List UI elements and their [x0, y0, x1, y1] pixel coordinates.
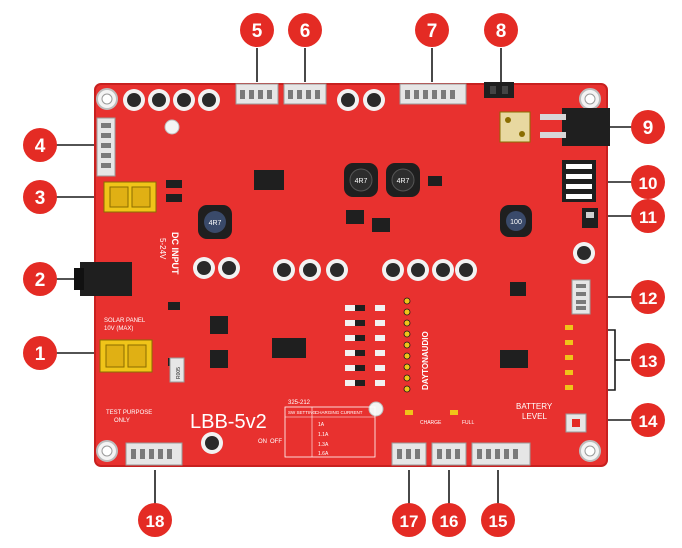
board-name: LBB-5v2 — [190, 411, 267, 433]
svg-text:4R7: 4R7 — [397, 178, 410, 185]
callout-12: 12 — [631, 280, 665, 314]
svg-text:BATTERY: BATTERY — [516, 402, 553, 411]
top-header-5[interactable] — [235, 83, 279, 105]
callout-13: 13 — [631, 343, 665, 377]
bottom-header-15[interactable] — [471, 442, 531, 466]
callout-10: 10 — [631, 165, 665, 199]
top-header-7[interactable] — [399, 83, 467, 105]
callout-18: 18 — [138, 503, 172, 537]
svg-text:7: 7 — [427, 21, 438, 42]
bottom-header-18[interactable] — [125, 442, 183, 466]
board-silkscreen: LBB-5v2 325-212 DAYTONAUDIO TEST PURPOSE… — [106, 331, 553, 445]
charging-current-table: SW SETTING CHARGING CURRENT 1A 1.1A 1.3A… — [284, 406, 376, 458]
svg-text:14: 14 — [639, 412, 658, 431]
svg-text:4R7: 4R7 — [209, 220, 222, 227]
svg-text:100: 100 — [510, 219, 522, 226]
top-two-pin-connector[interactable] — [484, 82, 514, 98]
left-vertical-header[interactable] — [96, 117, 116, 177]
svg-text:16: 16 — [440, 512, 459, 531]
callout-11: 11 — [631, 199, 665, 233]
callout-markers: 1 2 3 4 5 6 7 8 9 10 11 12 13 14 15 16 1… — [23, 13, 665, 537]
callout-4: 4 — [23, 128, 57, 162]
slide-switch[interactable] — [582, 208, 598, 228]
svg-text:17: 17 — [400, 512, 419, 531]
callout-6: 6 — [288, 13, 322, 47]
svg-text:1.1A: 1.1A — [318, 432, 329, 438]
svg-text:TEST PURPOSE: TEST PURPOSE — [106, 410, 152, 416]
svg-text:LEVEL: LEVEL — [522, 412, 547, 421]
svg-text:DC INPUT: DC INPUT — [170, 232, 180, 275]
svg-text:18: 18 — [146, 512, 165, 531]
svg-text:FULL: FULL — [462, 420, 474, 426]
svg-text:3: 3 — [35, 188, 46, 209]
svg-text:1.3A: 1.3A — [318, 442, 329, 448]
smd-components — [345, 305, 573, 415]
svg-text:R005: R005 — [176, 367, 182, 379]
svg-text:12: 12 — [639, 289, 658, 308]
callout-15: 15 — [481, 503, 515, 537]
dip-switch[interactable] — [562, 160, 596, 202]
svg-text:1: 1 — [35, 344, 46, 365]
svg-text:15: 15 — [489, 512, 508, 531]
callout-3: 3 — [23, 180, 57, 214]
inductors: 4R7 4R7 4R7 100 — [198, 163, 532, 239]
svg-text:8: 8 — [496, 21, 507, 42]
svg-text:1A: 1A — [318, 422, 325, 428]
svg-text:10V (MAX): 10V (MAX) — [104, 326, 133, 332]
dc-barrel-jack[interactable] — [74, 262, 132, 296]
battery-level-button[interactable] — [565, 413, 587, 433]
top-capacitors — [123, 89, 385, 111]
callout-1: 1 — [23, 336, 57, 370]
callout-14: 14 — [631, 403, 665, 437]
callout-7: 7 — [415, 13, 449, 47]
svg-text:OFF: OFF — [270, 439, 282, 445]
callout-17: 17 — [392, 503, 426, 537]
middle-capacitors — [193, 242, 595, 454]
bottom-header-17[interactable] — [391, 442, 427, 466]
callout-16: 16 — [432, 503, 466, 537]
part-number: 325-212 — [288, 400, 311, 406]
battery-terminal-block[interactable] — [499, 108, 610, 146]
brand-name: DAYTONAUDIO — [421, 331, 430, 390]
callout-5: 5 — [240, 13, 274, 47]
top-header-6[interactable] — [283, 83, 327, 105]
svg-text:CHARGE: CHARGE — [420, 420, 442, 426]
callout-2: 2 — [23, 262, 57, 296]
svg-text:4R7: 4R7 — [355, 178, 368, 185]
dc-input-label: DC INPUT 5-24V — [158, 232, 180, 275]
svg-text:5: 5 — [252, 21, 263, 42]
dc-input-terminal[interactable] — [103, 181, 157, 213]
solar-panel-terminal[interactable]: SOLAR PANEL 10V (MAX) — [99, 318, 153, 373]
svg-text:9: 9 — [643, 118, 654, 139]
svg-text:10: 10 — [639, 174, 658, 193]
svg-text:CHARGING CURRENT: CHARGING CURRENT — [315, 410, 363, 415]
right-vertical-header[interactable] — [571, 279, 591, 315]
bottom-header-16[interactable] — [431, 442, 467, 466]
svg-text:ONLY: ONLY — [114, 418, 130, 424]
callout-9: 9 — [631, 110, 665, 144]
current-sense-resistor: R005 — [169, 357, 185, 383]
svg-text:SOLAR PANEL: SOLAR PANEL — [104, 318, 146, 324]
svg-text:1.6A: 1.6A — [318, 451, 329, 457]
mounting-holes — [96, 88, 601, 462]
svg-text:ON: ON — [258, 439, 267, 445]
callout-8: 8 — [484, 13, 518, 47]
svg-text:SW SETTING: SW SETTING — [288, 410, 316, 415]
svg-text:4: 4 — [35, 136, 46, 157]
svg-text:6: 6 — [300, 21, 311, 42]
svg-text:5-24V: 5-24V — [158, 238, 167, 260]
svg-text:11: 11 — [639, 208, 657, 227]
svg-text:13: 13 — [639, 352, 658, 371]
pin-header-column — [403, 297, 411, 393]
svg-text:2: 2 — [35, 270, 46, 291]
